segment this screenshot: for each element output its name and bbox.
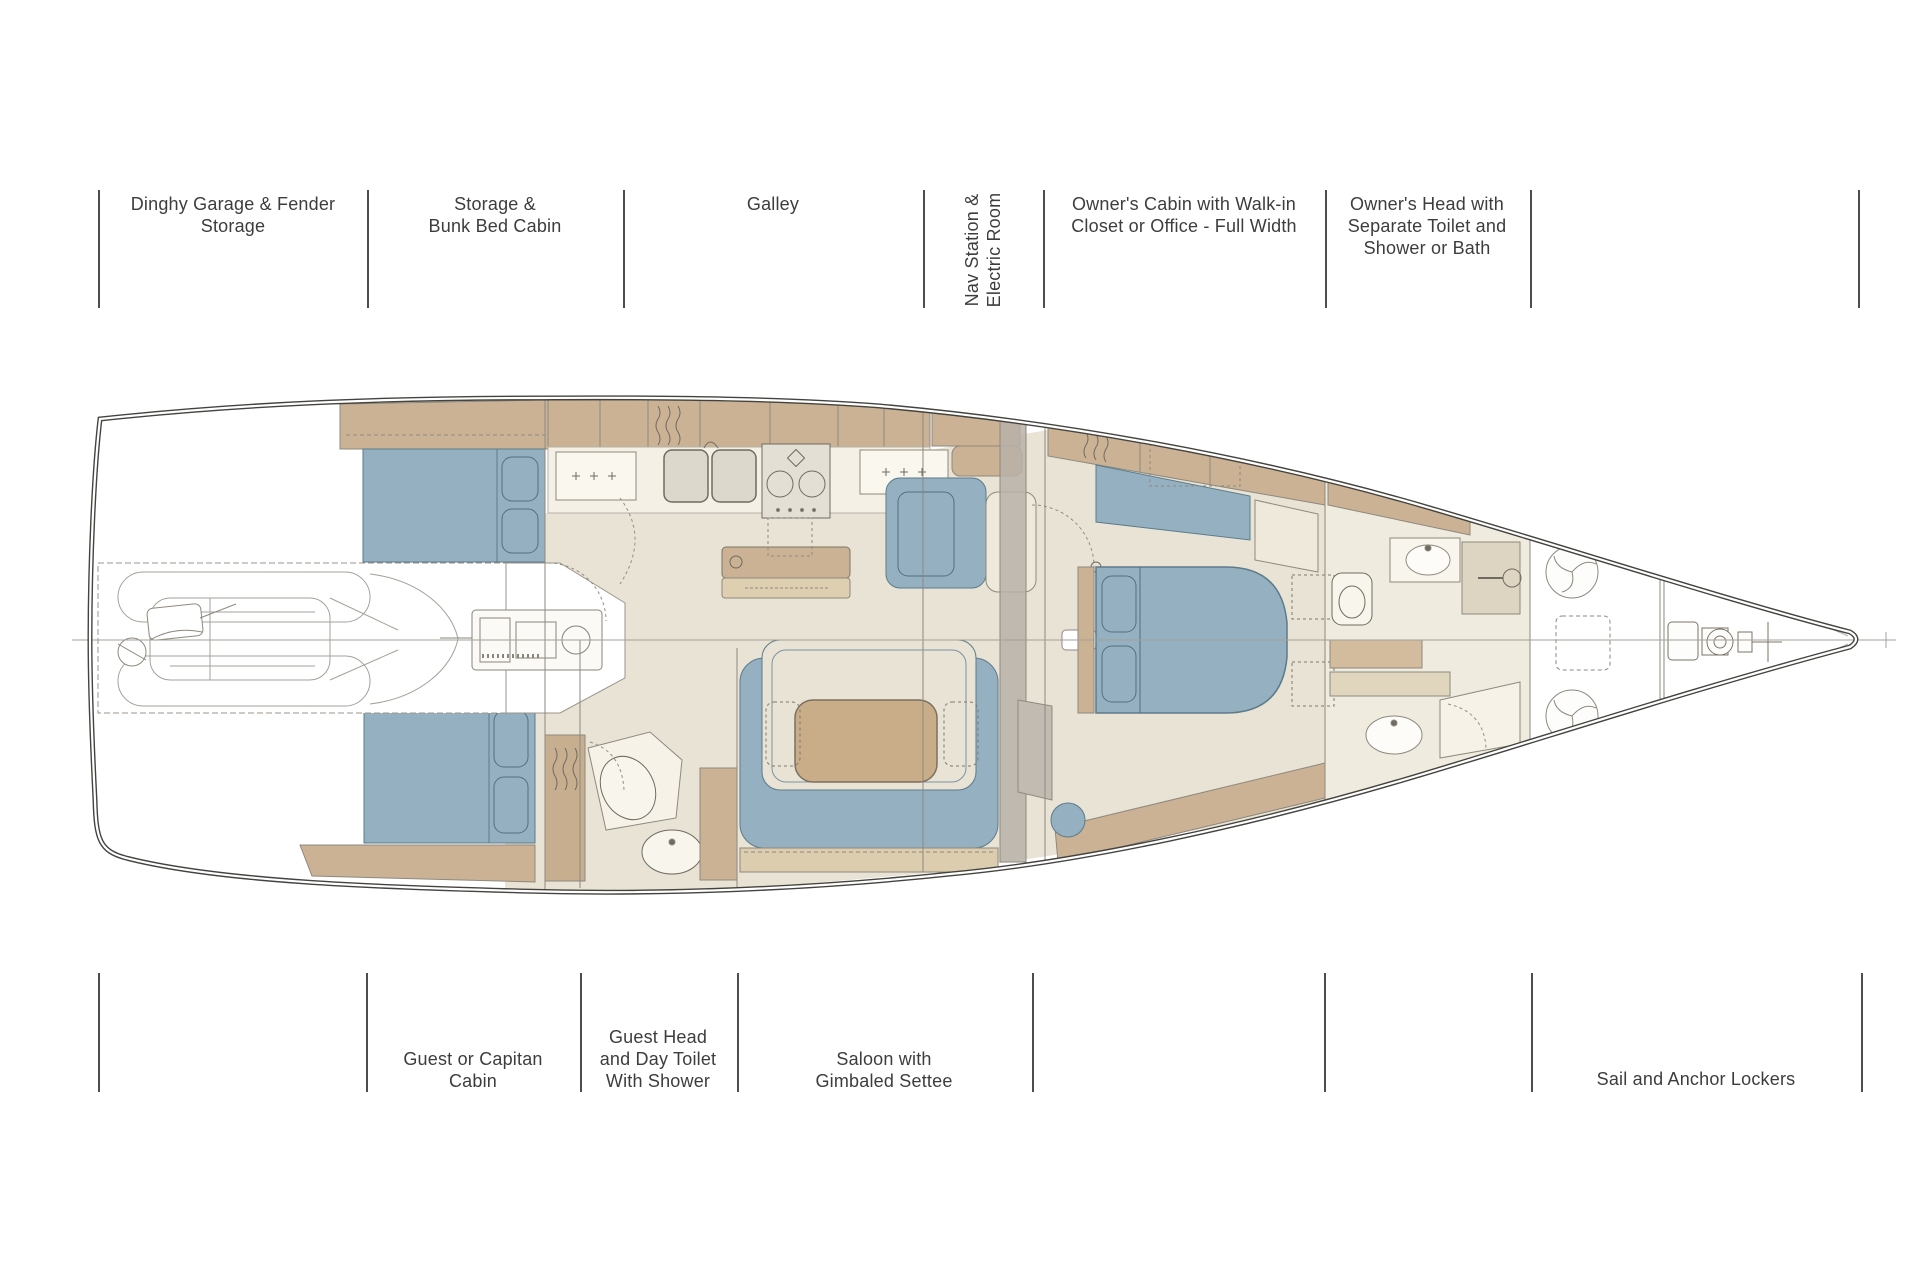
label-sail-lockers: Sail and Anchor Lockers (1596, 1069, 1796, 1089)
section-divider (1858, 190, 1860, 308)
section-divider (923, 190, 925, 308)
stove (761, 443, 831, 519)
section-divider (366, 973, 368, 1092)
galley-sink (663, 449, 709, 503)
section-divider (367, 190, 369, 308)
section-divider (1324, 973, 1326, 1092)
saloon-table (794, 699, 938, 783)
label-owners-cabin: Owner's Cabin with Walk-in Closet or Off… (1071, 194, 1297, 236)
label-galley: Galley (746, 194, 800, 214)
sink (641, 829, 703, 875)
section-divider (580, 973, 582, 1092)
section-divider (1861, 973, 1863, 1092)
owners-cabin (1047, 419, 1335, 863)
galley-island (721, 546, 851, 599)
label-guest-head: Guest Head and Day Toilet With Shower (599, 1027, 717, 1091)
galley-sink (711, 449, 757, 503)
outboard-motor-icon (117, 603, 237, 667)
dinghy-garage (97, 562, 626, 714)
label-owners-head: Owner's Head with Separate Toilet and Sh… (1347, 194, 1507, 258)
bunk-cabin (339, 399, 549, 563)
label-guest-cabin: Guest or Capitan Cabin (403, 1049, 543, 1091)
section-divider (1530, 190, 1532, 308)
mast-trunk (999, 411, 1027, 863)
section-divider (623, 190, 625, 308)
section-divider (98, 973, 100, 1092)
centerline (72, 632, 1896, 648)
label-bunk-cabin: Storage & Bunk Bed Cabin (428, 194, 562, 236)
label-nav-station: Nav Station & Electric Room (962, 192, 1004, 308)
rope-coil-icon (1545, 545, 1599, 599)
section-divider (1325, 190, 1327, 308)
locker-door (1461, 541, 1521, 615)
section-divider (1032, 973, 1034, 1092)
bulkheads (544, 399, 1531, 891)
windlass (1667, 621, 1782, 662)
section-divider (737, 973, 739, 1092)
label-saloon: Saloon with Gimbaled Settee (815, 1049, 953, 1091)
stool (1050, 802, 1086, 838)
galley (547, 399, 949, 622)
sink (1365, 715, 1423, 755)
guest-head (587, 731, 738, 881)
hull-outline (87, 395, 1859, 895)
dinghy-outline (117, 571, 459, 707)
section-divider (1043, 190, 1045, 308)
section-divider (1531, 973, 1533, 1092)
section-divider (98, 190, 100, 308)
toilet (599, 755, 657, 821)
label-dinghy-garage: Dinghy Garage & Fender Storage (130, 194, 336, 236)
toilet (1331, 572, 1373, 626)
owners-head (1327, 470, 1522, 759)
